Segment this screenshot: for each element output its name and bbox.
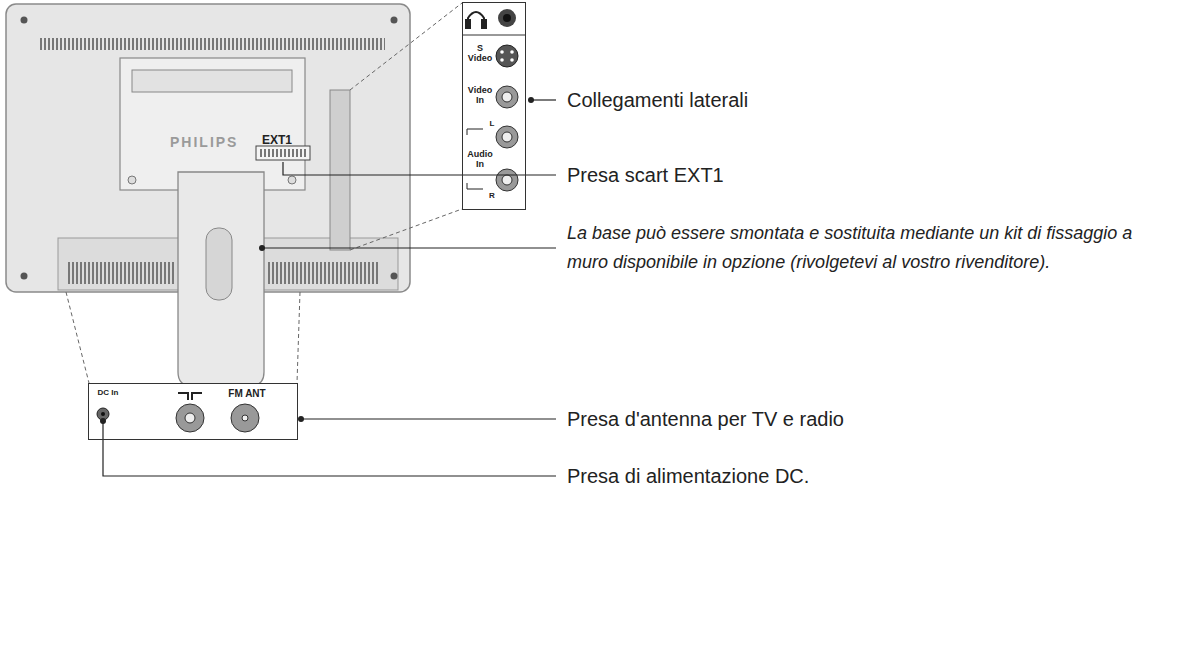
connector-label: DC In [93,388,123,397]
callout-text: Collegamenti laterali [567,88,1087,112]
projection-lines [66,3,462,383]
mount-plate [120,58,305,190]
note-text: La base può essere smontata e sostituita… [567,219,1172,277]
callout-text: Presa d'antenna per TV e radio [567,407,1087,431]
plate-screw [288,176,296,184]
headphone-icon [466,12,486,28]
fm-antenna-jack [231,404,259,432]
tv-antenna-jack [185,413,195,423]
stand [178,172,264,386]
top-vents [40,38,385,50]
svideo-jack [496,45,518,67]
bottom-vents-left [66,262,174,284]
bottom-connector-inset: DC In FM ANT [88,383,298,440]
leader-dots [100,97,534,424]
side-connector-inset: S VideoVideo In L Audio In R [462,2,526,210]
stand-slot [206,228,232,300]
svideo-pins [500,50,514,62]
connector-label: Video In [465,85,495,105]
headphone-jack [498,9,516,27]
channel-label: L [486,119,498,128]
bottom-inset-ground [88,383,298,440]
connector-label: Audio In [465,149,495,169]
antenna-symbol [178,393,202,400]
bottom-vents-right [268,262,380,284]
inset-divider [462,35,526,36]
leader-lines [103,100,556,476]
screw [391,273,398,280]
port-name: EXT1 [262,128,312,152]
tv-antenna-jack [176,404,204,432]
headphone-jack [503,14,511,22]
scart-socket [256,146,310,160]
screw [391,17,398,24]
side-connector-strip [330,90,350,250]
plate-screw [128,176,136,184]
brand-logo: PHILIPS [170,130,256,154]
screw [21,17,28,24]
screw [21,273,28,280]
fm-antenna-jack [242,415,248,421]
connector-label: S Video [465,43,495,63]
connector-label: FM ANT [225,388,269,399]
dc-jack [101,412,105,416]
scart-pins [260,149,306,157]
callout-text: Presa scart EXT1 [567,163,1087,187]
side-inset-ground [462,2,526,210]
channel-label: R [486,191,498,200]
callout-text: Presa di alimentazione DC. [567,464,1087,488]
plate-slot [132,70,292,92]
